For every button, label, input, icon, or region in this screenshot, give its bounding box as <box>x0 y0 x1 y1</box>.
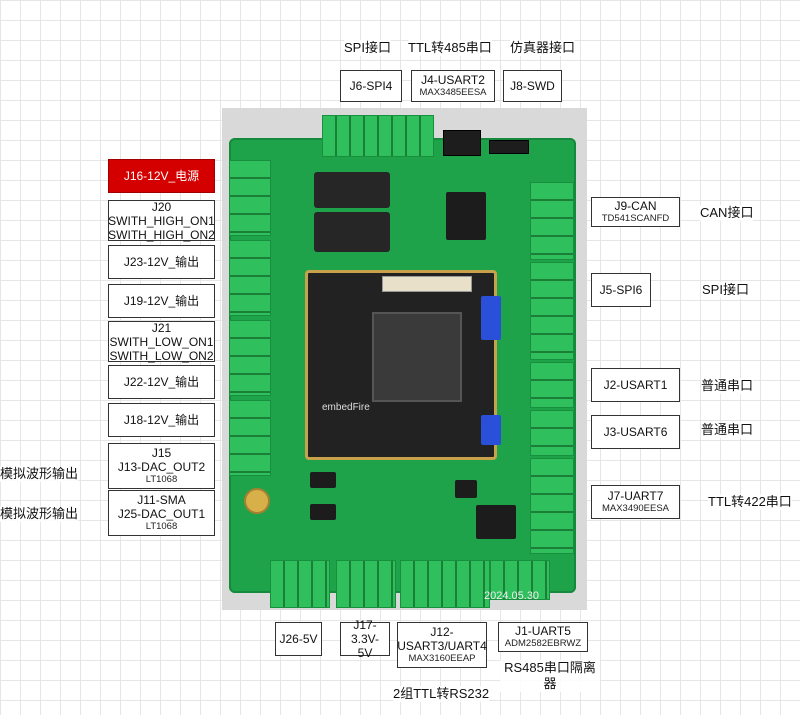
relay-1 <box>314 172 390 208</box>
chip-can <box>446 192 486 240</box>
box-j4-sub: MAX3485EESA <box>419 87 487 98</box>
terminal-j6 <box>322 115 434 157</box>
box-j12: J12- USART3/UART4 MAX3160EEAP <box>397 622 487 668</box>
box-j4-label: J4-USART2 <box>421 73 485 87</box>
box-j6-label: J6-SPI4 <box>349 79 393 93</box>
terminal-left-4 <box>229 400 271 476</box>
box-j12-l2: USART3/UART4 <box>397 639 487 653</box>
box-j18: J18-12V_输出 <box>108 403 215 437</box>
terminal-j8 <box>489 140 529 154</box>
box-j20-l3: SWITH_HIGH_ON2 <box>108 227 215 242</box>
terminal-left-1 <box>229 160 271 236</box>
label-swd: 仿真器接口 <box>510 40 576 56</box>
box-j20: J20 SWITH_HIGH_ON1 SWITH_HIGH_ON2 <box>108 199 215 242</box>
box-j19: J19-12V_输出 <box>108 284 215 318</box>
box-j22: J22-12V_输出 <box>108 365 215 399</box>
box-j26-label: J26-5V <box>279 632 318 646</box>
box-j19-label: J19-12V_输出 <box>123 294 200 308</box>
chip-dac-1 <box>310 472 336 488</box>
box-j21-l1: J21 <box>151 320 172 335</box>
box-j15-sub: LT1068 <box>145 474 178 485</box>
box-j21-l2: SWITH_LOW_ON1 <box>109 334 214 349</box>
label-spi-top: SPI接口 <box>344 40 391 56</box>
box-j5-label: J5-SPI6 <box>599 283 643 297</box>
box-j15-l2: J13-DAC_OUT2 <box>117 460 206 474</box>
label-analog-2: 模拟波形输出 <box>0 506 79 522</box>
box-j18-label: J18-12V_输出 <box>123 413 200 427</box>
pin-header-2 <box>481 415 501 445</box>
box-j15-l1: J15 <box>151 446 172 460</box>
terminal-right-3 <box>530 362 574 408</box>
label-uart-1: 普通串口 <box>701 378 754 394</box>
board-date: 2024.05.30 <box>484 590 540 602</box>
label-spi-right: SPI接口 <box>702 282 749 298</box>
relay-2 <box>314 212 390 252</box>
chip-dac-2 <box>310 504 336 520</box>
box-j12-l1: J12- <box>430 625 454 639</box>
box-j17-l2: 3.3V-5V <box>350 632 380 660</box>
box-j15: J15 J13-DAC_OUT2 LT1068 <box>108 443 215 489</box>
box-j16: J16-12V_电源 <box>108 159 215 193</box>
box-j11-l2: J25-DAC_OUT1 <box>117 507 206 521</box>
box-j2-label: J2-USART1 <box>603 378 668 392</box>
label-ttl485: TTL转485串口 <box>408 40 492 56</box>
chip-232 <box>476 505 516 539</box>
box-j9: J9-CAN TD541SCANFD <box>591 197 680 227</box>
box-j23-label: J23-12V_输出 <box>123 255 200 269</box>
box-j6: J6-SPI4 <box>340 70 402 102</box>
label-rs485-isolator: RS485串口隔离器 <box>500 660 600 692</box>
box-j7: J7-UART7 MAX3490EESA <box>591 485 680 519</box>
box-j8-label: J8-SWD <box>510 79 555 93</box>
box-j1-label: J1-UART5 <box>515 624 571 638</box>
terminal-right-1 <box>530 182 574 260</box>
pin-header-1 <box>481 296 501 340</box>
box-j22-label: J22-12V_输出 <box>123 375 200 389</box>
box-j4: J4-USART2 MAX3485EESA <box>411 70 495 102</box>
ffc-connector <box>382 276 472 292</box>
terminal-left-2 <box>229 240 271 316</box>
box-j20-l2: SWITH_HIGH_ON1 <box>108 213 215 228</box>
box-j17: J17- 3.3V-5V <box>340 618 390 660</box>
box-j9-sub: TD541SCANFD <box>601 213 670 224</box>
terminal-left-3 <box>229 320 271 396</box>
box-j7-label: J7-UART7 <box>607 489 664 503</box>
box-j9-label: J9-CAN <box>614 199 657 213</box>
terminal-j26 <box>270 560 330 608</box>
box-j12-sub: MAX3160EEAP <box>408 653 476 664</box>
box-j7-sub: MAX3490EESA <box>601 503 670 514</box>
label-uart-2: 普通串口 <box>701 422 754 438</box>
box-j3-label: J3-USART6 <box>603 425 668 439</box>
board-brand: embedFire <box>322 402 370 413</box>
terminal-right-2 <box>530 262 574 360</box>
terminal-j12 <box>400 560 490 608</box>
box-j5: J5-SPI6 <box>591 273 651 307</box>
terminal-j17 <box>336 560 396 608</box>
box-j11-l1: J11-SMA <box>137 493 186 507</box>
mcu-chip <box>372 312 462 402</box>
box-j26: J26-5V <box>275 622 322 656</box>
sma-connector <box>244 488 270 514</box>
box-j1-sub: ADM2582EBRWZ <box>504 638 582 649</box>
box-j17-l1: J17- <box>353 618 377 632</box>
label-analog-1: 模拟波形输出 <box>0 466 79 482</box>
box-j3: J3-USART6 <box>591 415 680 449</box>
terminal-right-5 <box>530 458 574 554</box>
label-ttl422: TTL转422串口 <box>708 494 792 510</box>
box-j8: J8-SWD <box>503 70 562 102</box>
terminal-right-4 <box>530 410 574 456</box>
terminal-j4 <box>443 130 481 156</box>
box-j16-label: J16-12V_电源 <box>123 169 200 183</box>
label-can: CAN接口 <box>700 205 754 221</box>
box-j11: J11-SMA J25-DAC_OUT1 LT1068 <box>108 490 215 536</box>
box-j2: J2-USART1 <box>591 368 680 402</box>
box-j20-l1: J20 <box>151 199 172 214</box>
box-j11-sub: LT1068 <box>145 521 178 532</box>
chip-422 <box>455 480 477 498</box>
terminal-j1 <box>490 560 550 600</box>
label-ttl-rs232: 2组TTL转RS232 <box>393 686 490 702</box>
box-j21: J21 SWITH_LOW_ON1 SWITH_LOW_ON2 <box>108 320 215 363</box>
box-j23: J23-12V_输出 <box>108 245 215 279</box>
box-j21-l3: SWITH_LOW_ON2 <box>109 348 214 363</box>
box-j1: J1-UART5 ADM2582EBRWZ <box>498 622 588 652</box>
